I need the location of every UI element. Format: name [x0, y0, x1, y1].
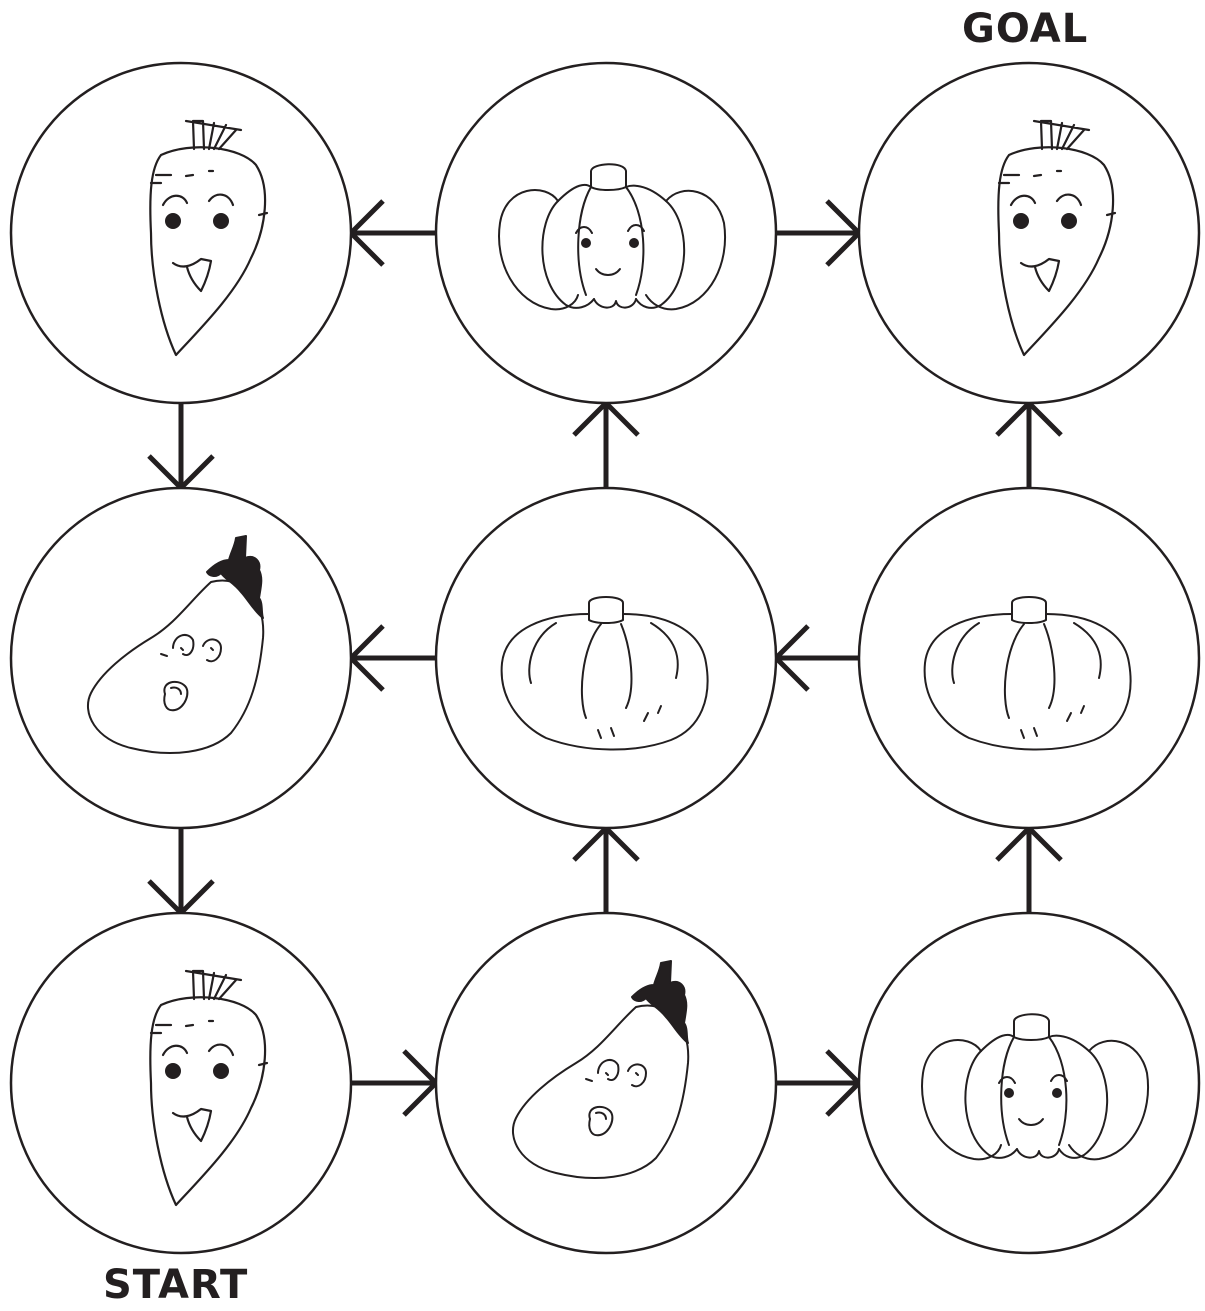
maze-cell-carrot-start[interactable] [9, 911, 353, 1255]
cell-circle [857, 486, 1201, 830]
arrow [347, 199, 436, 267]
cell-circle [857, 911, 1201, 1255]
start-label: START [103, 1262, 249, 1308]
cell-circle [434, 61, 778, 405]
maze-cell-carrot-goal[interactable] [857, 61, 1201, 405]
cell-circle [857, 61, 1201, 405]
cells-layer [9, 61, 1201, 1255]
arrow [147, 828, 215, 917]
cell-circle [9, 61, 353, 405]
maze-cell-eggplant[interactable] [434, 911, 778, 1255]
cell-circle [9, 911, 353, 1255]
maze-cell-squash[interactable] [857, 486, 1201, 830]
cell-circle [9, 486, 353, 830]
maze-cell-eggplant[interactable] [9, 486, 353, 830]
cell-circle [434, 911, 778, 1255]
arrow [572, 399, 640, 488]
maze-cell-pumpkin[interactable] [434, 61, 778, 405]
arrow [351, 1049, 440, 1117]
arrow [776, 199, 863, 267]
maze-cell-carrot[interactable] [9, 61, 353, 405]
arrow [776, 1049, 863, 1117]
arrow [995, 824, 1063, 913]
arrow [772, 624, 859, 692]
goal-label: GOAL [962, 6, 1089, 52]
arrow [995, 399, 1063, 488]
arrow [147, 403, 215, 492]
maze-cell-squash[interactable] [434, 486, 778, 830]
arrow [347, 624, 436, 692]
arrow [572, 824, 640, 913]
maze-cell-pumpkin[interactable] [857, 911, 1201, 1255]
cell-circle [434, 486, 778, 830]
